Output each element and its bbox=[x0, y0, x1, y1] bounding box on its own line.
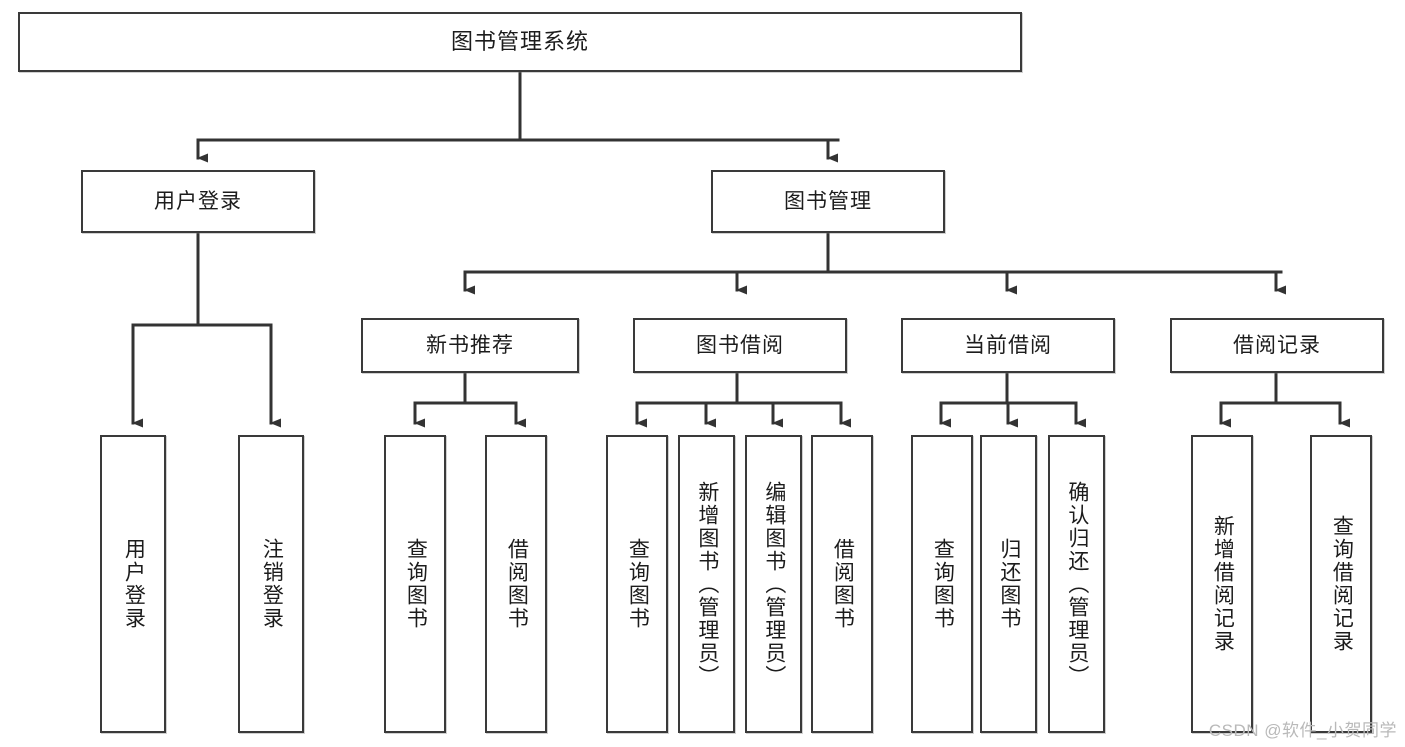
node-leaf-borrow-book-2-label: 借阅图书 bbox=[831, 538, 855, 630]
node-leaf-add-book[interactable]: 新增图书（管理员） bbox=[678, 435, 735, 733]
node-leaf-borrow-book-1-label: 借阅图书 bbox=[505, 538, 529, 630]
node-leaf-confirm-return[interactable]: 确认归还（管理员） bbox=[1048, 435, 1105, 733]
node-book-manage[interactable]: 图书管理 bbox=[711, 170, 945, 233]
node-leaf-logout-login-label: 注销登录 bbox=[260, 538, 284, 630]
node-user-login[interactable]: 用户登录 bbox=[81, 170, 315, 233]
node-leaf-borrow-book-1[interactable]: 借阅图书 bbox=[485, 435, 547, 733]
node-leaf-user-login[interactable]: 用户登录 bbox=[100, 435, 166, 733]
node-leaf-borrow-book-2[interactable]: 借阅图书 bbox=[811, 435, 873, 733]
node-leaf-query-record-label: 查询借阅记录 bbox=[1330, 515, 1354, 653]
node-leaf-confirm-return-label: 确认归还（管理员） bbox=[1065, 480, 1089, 688]
node-leaf-edit-book[interactable]: 编辑图书（管理员） bbox=[745, 435, 802, 733]
node-book-borrow[interactable]: 图书借阅 bbox=[633, 318, 847, 373]
node-leaf-return-book-label: 归还图书 bbox=[997, 538, 1021, 630]
node-leaf-query-book-1[interactable]: 查询图书 bbox=[384, 435, 446, 733]
node-new-book-recommend[interactable]: 新书推荐 bbox=[361, 318, 579, 373]
node-leaf-query-book-1-label: 查询图书 bbox=[404, 538, 428, 630]
node-current-borrow[interactable]: 当前借阅 bbox=[901, 318, 1115, 373]
node-leaf-add-record-label: 新增借阅记录 bbox=[1211, 515, 1235, 653]
node-leaf-add-record[interactable]: 新增借阅记录 bbox=[1191, 435, 1253, 733]
node-book-manage-label: 图书管理 bbox=[784, 189, 872, 213]
node-leaf-return-book[interactable]: 归还图书 bbox=[980, 435, 1037, 733]
node-leaf-query-book-3-label: 查询图书 bbox=[931, 538, 955, 630]
node-new-book-recommend-label: 新书推荐 bbox=[426, 333, 514, 357]
node-leaf-query-record[interactable]: 查询借阅记录 bbox=[1310, 435, 1372, 733]
node-book-borrow-label: 图书借阅 bbox=[696, 333, 784, 357]
node-root[interactable]: 图书管理系统 bbox=[18, 12, 1022, 72]
node-leaf-logout-login[interactable]: 注销登录 bbox=[238, 435, 304, 733]
node-root-label: 图书管理系统 bbox=[450, 28, 589, 54]
node-leaf-user-login-label: 用户登录 bbox=[122, 538, 146, 630]
node-leaf-query-book-2-label: 查询图书 bbox=[626, 538, 650, 630]
node-leaf-query-book-3[interactable]: 查询图书 bbox=[911, 435, 973, 733]
node-leaf-add-book-label: 新增图书（管理员） bbox=[695, 480, 719, 688]
node-leaf-edit-book-label: 编辑图书（管理员） bbox=[762, 480, 786, 688]
node-borrow-record[interactable]: 借阅记录 bbox=[1170, 318, 1384, 373]
node-user-login-label: 用户登录 bbox=[154, 189, 242, 213]
node-borrow-record-label: 借阅记录 bbox=[1233, 333, 1321, 357]
node-leaf-query-book-2[interactable]: 查询图书 bbox=[606, 435, 668, 733]
node-current-borrow-label: 当前借阅 bbox=[964, 333, 1052, 357]
